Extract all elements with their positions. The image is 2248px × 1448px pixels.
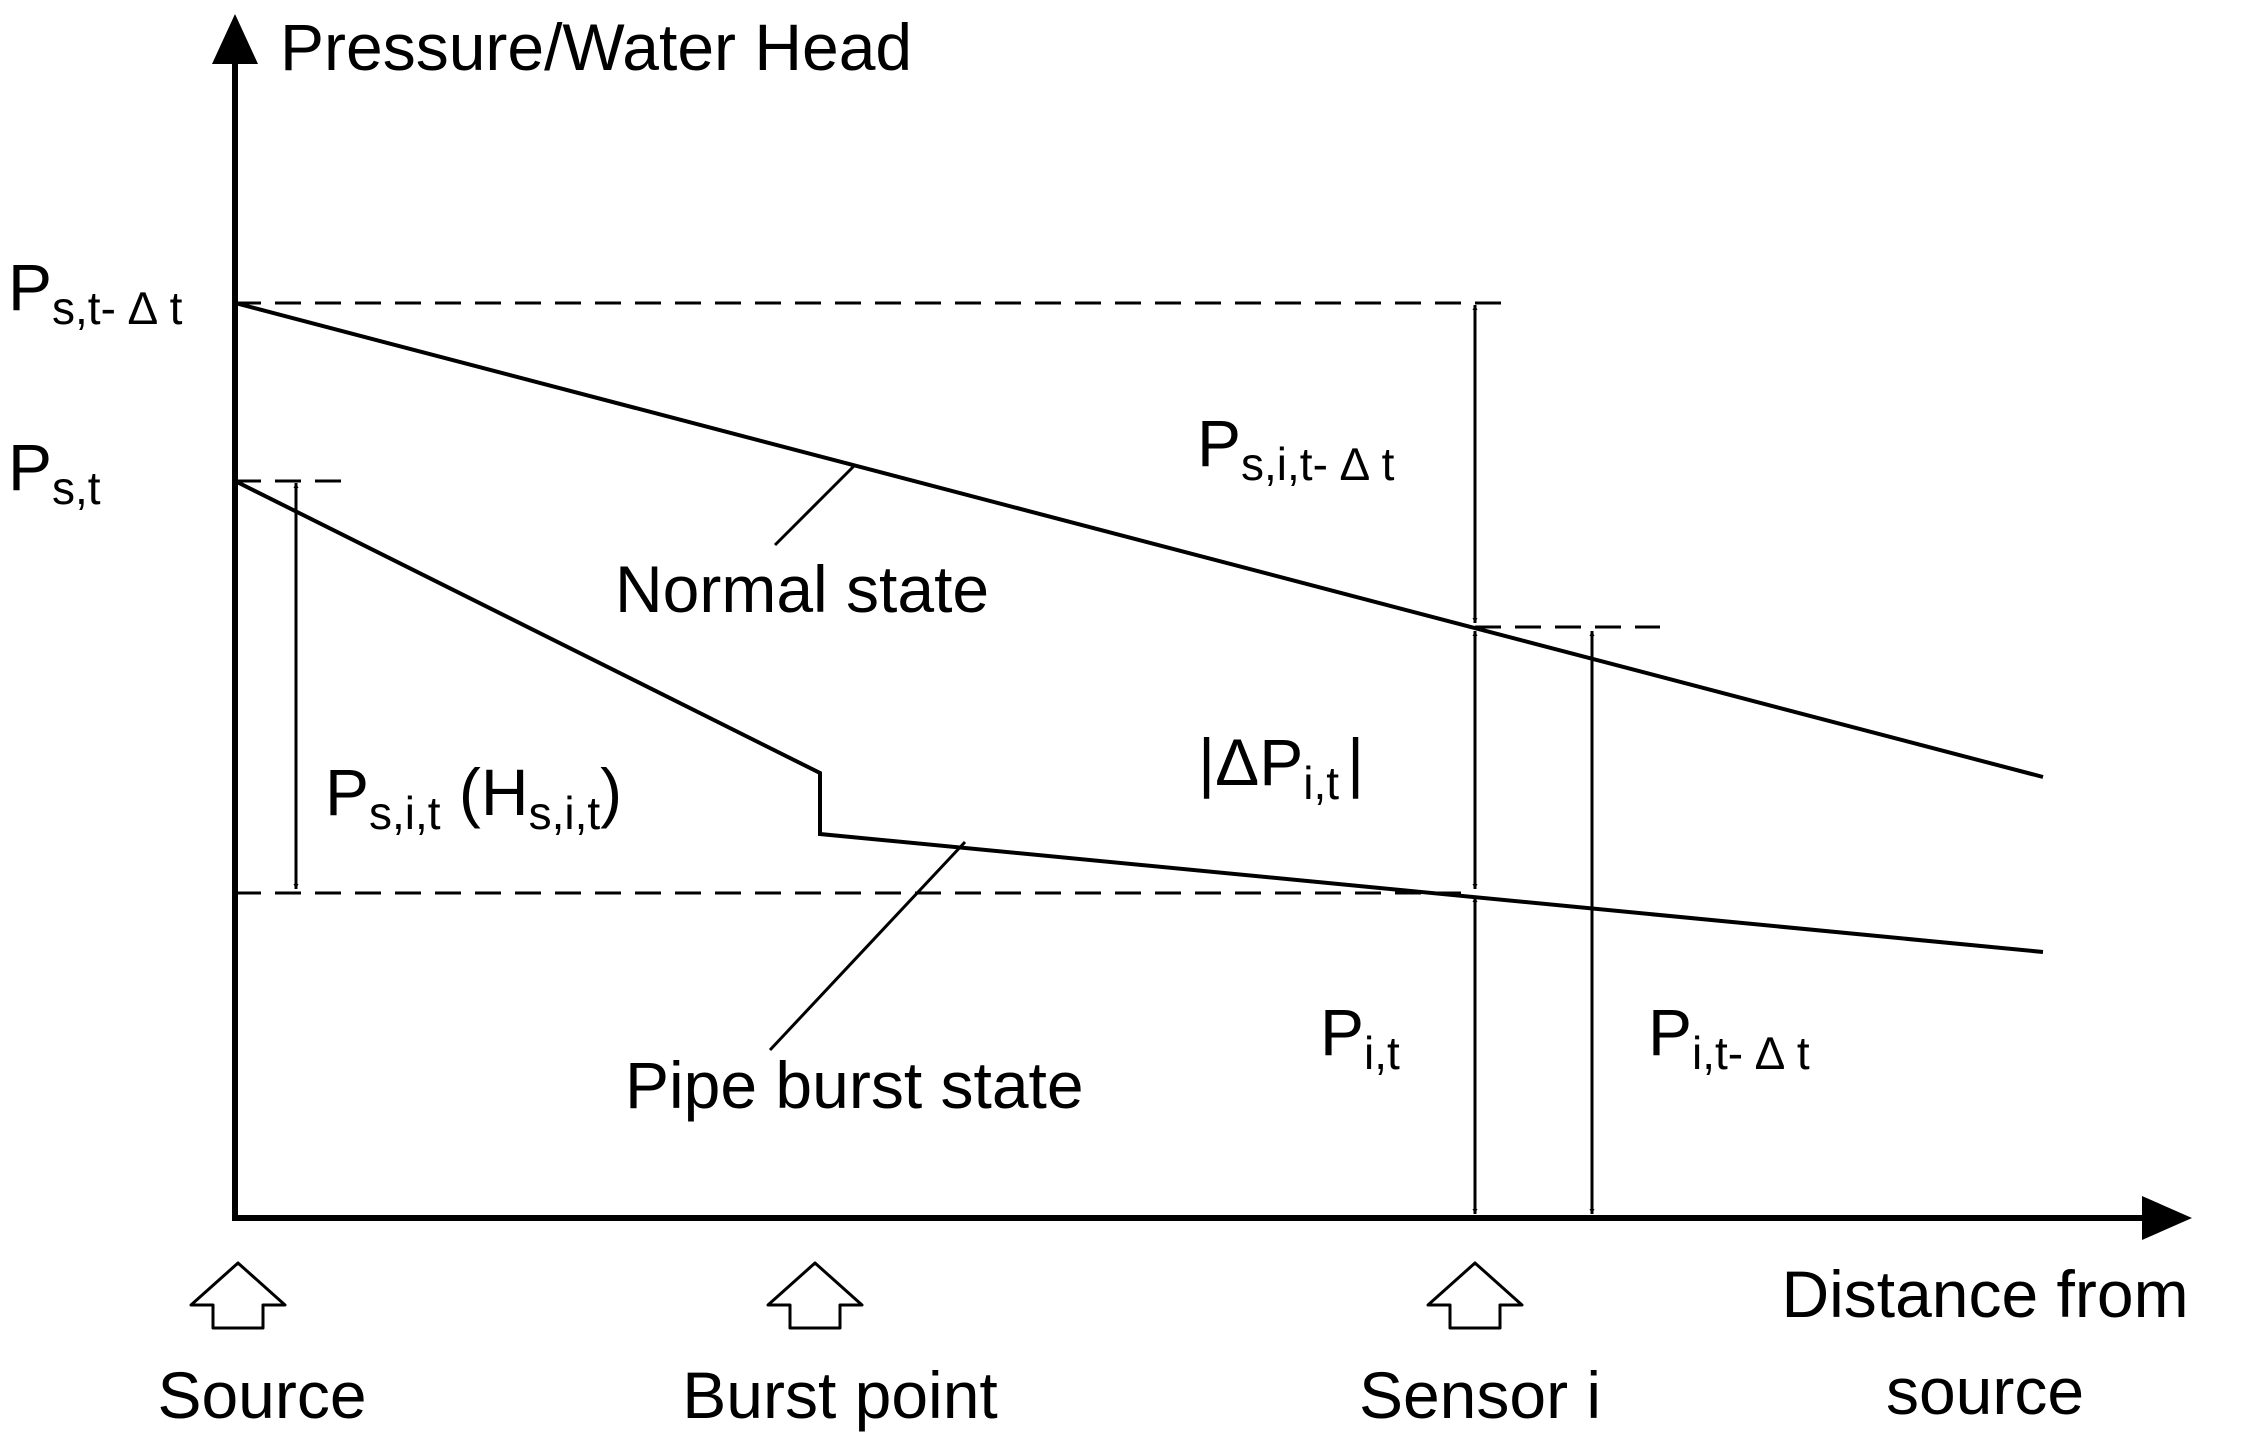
label-p-i-now-sub: i,t: [1364, 1027, 1400, 1079]
normal-state-label: Normal state: [615, 552, 989, 626]
normal-state-leader: [773, 463, 857, 547]
label-ps-i-prev-main: P: [1197, 406, 1241, 480]
label-ps-i-now-main: P: [325, 755, 369, 829]
tick-pst-main: P: [8, 430, 52, 504]
x-axis-title-line1: Distance from: [1781, 1257, 2188, 1331]
label-p-i-prev-main: P: [1648, 995, 1692, 1069]
label-ps-i-now-sub: s,i,t: [369, 787, 441, 839]
y-axis-arrowhead: [212, 14, 258, 64]
label-delta-p: |ΔPi,t|: [1198, 725, 1364, 809]
burst-state-label: Pipe burst state: [625, 1048, 1084, 1122]
normal-state-line: [234, 301, 2044, 779]
sensor-marker-arrow-icon: [1426, 1261, 1524, 1330]
source-label: Source: [157, 1358, 366, 1432]
label-p-i-now: Pi,t: [1320, 995, 1400, 1079]
label-delta-p-post: |: [1347, 725, 1364, 799]
label-p-i-prev: Pi,t- ∆ t: [1648, 995, 1810, 1079]
tick-pst-prev-main: P: [8, 250, 52, 324]
tick-pst: Ps,t: [8, 430, 101, 514]
label-ps-i-prev-sub: s,i,t- ∆ t: [1241, 438, 1395, 490]
burst-state-leader: [768, 840, 967, 1052]
label-ps-i-now-sub2: s,i,t: [529, 787, 601, 839]
label-delta-p-sub: i,t: [1303, 757, 1339, 809]
y-axis-title: Pressure/Water Head: [280, 10, 912, 84]
label-ps-i-now-mid: (H: [441, 755, 529, 829]
label-ps-i-prev: Ps,i,t- ∆ t: [1197, 406, 1395, 490]
label-ps-i-now: Ps,i,t (Hs,i,t): [325, 755, 622, 839]
source-marker-arrow-icon: [189, 1261, 287, 1330]
x-axis-title-line2: source: [1886, 1354, 2084, 1428]
label-p-i-prev-sub: i,t- ∆ t: [1692, 1027, 1810, 1079]
tick-pst-sub: s,t: [52, 462, 101, 514]
label-delta-p-pre: |ΔP: [1198, 725, 1303, 799]
tick-pst-prev: Ps,t- ∆ t: [8, 250, 183, 334]
sensor-label: Sensor i: [1359, 1358, 1601, 1432]
burst-state-line: [234, 479, 2044, 954]
label-ps-i-now-post: ): [600, 755, 622, 829]
label-p-i-now-main: P: [1320, 995, 1364, 1069]
burst-point-label: Burst point: [682, 1358, 998, 1432]
burst-marker-arrow-icon: [766, 1261, 864, 1330]
x-axis-arrowhead: [2142, 1196, 2192, 1240]
tick-pst-prev-sub: s,t- ∆ t: [52, 282, 183, 334]
